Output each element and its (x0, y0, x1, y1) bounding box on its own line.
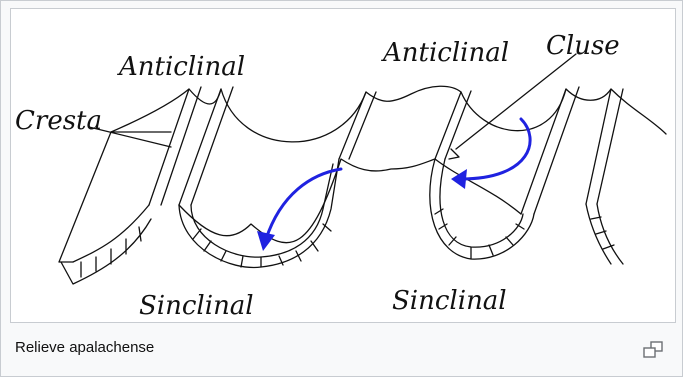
sinclinal-left-label: Sinclinal (139, 291, 254, 321)
appalachian-relief-diagram: Anticlinal Anticlinal Cluse Cresta Sincl… (11, 9, 675, 322)
diagram-image[interactable]: Anticlinal Anticlinal Cluse Cresta Sincl… (10, 8, 676, 323)
anticlinal-left-label: Anticlinal (117, 52, 245, 82)
cluse-label: Cluse (546, 31, 620, 61)
flow-arrows (266, 119, 530, 239)
anticlinal-right-label: Anticlinal (381, 38, 509, 68)
sinclinal-right-label: Sinclinal (392, 286, 507, 316)
figure-caption: Relieve apalachense (15, 339, 154, 356)
enlarge-icon[interactable] (641, 339, 665, 361)
cresta-label: Cresta (15, 106, 102, 136)
